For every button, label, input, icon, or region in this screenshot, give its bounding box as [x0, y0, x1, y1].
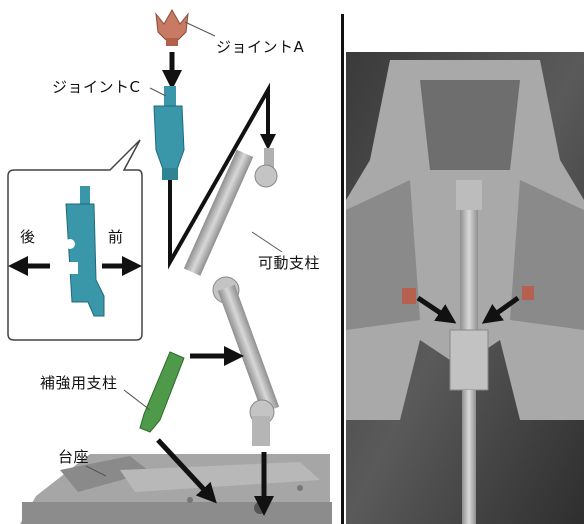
reinforce-post-leader [123, 389, 151, 411]
movable-post-leader [251, 231, 283, 253]
movable-post-label: 可動支柱 [256, 252, 323, 273]
panel-divider [341, 14, 344, 524]
arrow-diag-icon [156, 438, 217, 504]
joint-c-detail [65, 186, 105, 317]
joint-c-label: ジョイントC [52, 78, 141, 96]
reinforce-post-part [139, 351, 185, 433]
arrow-diag-icon [481, 295, 520, 324]
back-label: 後 [20, 228, 36, 246]
zigzag-connector [168, 82, 270, 270]
movable-post [183, 148, 280, 446]
model-photo [346, 52, 584, 524]
reinforce-post-label: 補強用支柱 [40, 374, 118, 392]
arrow-diag-icon [416, 295, 457, 324]
front-label: 前 [108, 228, 124, 246]
base-leader [85, 465, 107, 477]
callout-bubble-icon [7, 139, 143, 341]
base-label: 台座 [58, 448, 90, 466]
joint-c-leader [149, 87, 167, 97]
joint-c-part [153, 86, 185, 180]
joint-a-label: ジョイントA [216, 38, 305, 56]
joint-a-leader [184, 21, 216, 37]
joint-a-part [155, 8, 189, 46]
